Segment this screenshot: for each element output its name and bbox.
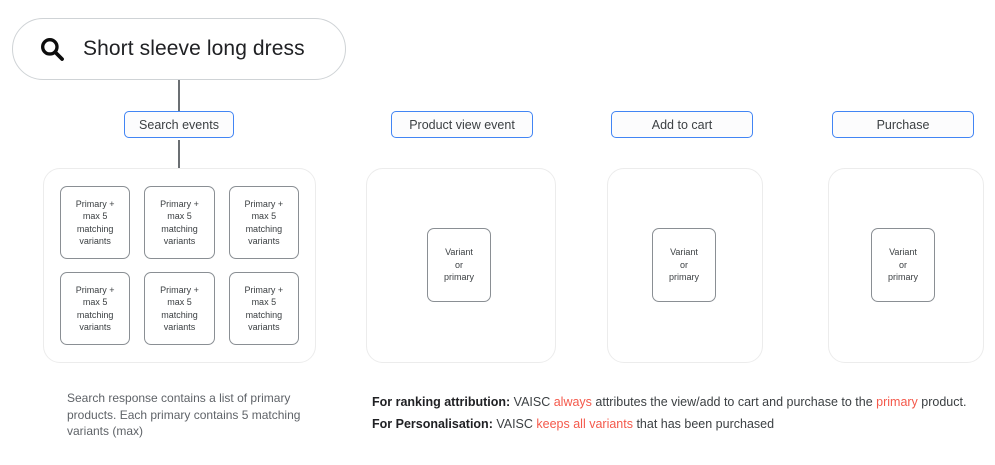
card-line-1: Primary + <box>160 284 199 295</box>
card-line-4: variants <box>163 322 196 332</box>
card-line-4: variants <box>248 236 280 246</box>
card-line-3: matching <box>161 309 198 320</box>
note-part-2: attributes the view/add to cart and purc… <box>591 395 877 409</box>
card-line-2: or <box>898 259 907 270</box>
note-part-1: VAISC <box>510 395 554 409</box>
primary-card-grid: Primary + max 5 matching variants Primar… <box>60 186 299 345</box>
note-highlight-2: primary <box>876 395 918 409</box>
card-line-3: matching <box>245 223 283 234</box>
card-line-3: primary <box>668 272 699 283</box>
panel-product-view-event <box>366 168 556 363</box>
card-line-3: primary <box>887 272 918 283</box>
note-part-2: that has been purchased <box>632 417 775 431</box>
chip-search-events[interactable]: Search events <box>124 111 234 138</box>
card-line-2: max 5 <box>251 297 277 307</box>
note-highlight-1: keeps all variants <box>536 417 633 431</box>
connector-search-to-events <box>178 80 180 111</box>
search-icon <box>41 38 64 61</box>
note-part-3: product. <box>917 395 967 409</box>
card-line-2: or <box>454 259 463 270</box>
note-label: For Personalisation: <box>372 417 493 431</box>
card-line-4: variants <box>163 236 196 246</box>
note-highlight-1: always <box>553 395 592 409</box>
primary-card: Primary + max 5 matching variants <box>60 272 131 345</box>
panel-search-results: Primary + max 5 matching variants Primar… <box>43 168 316 363</box>
card-line-2: max 5 <box>167 297 192 307</box>
chip-add-to-cart[interactable]: Add to cart <box>611 111 753 138</box>
primary-card: Primary + max 5 matching variants <box>144 272 215 345</box>
card-line-3: matching <box>161 223 198 234</box>
card-line-1: Variant <box>670 247 698 258</box>
variant-or-primary-card: Variant or primary <box>652 228 716 302</box>
primary-card: Primary + max 5 matching variants <box>228 186 299 259</box>
annotation-notes: For ranking attribution: VAISC always at… <box>372 391 987 435</box>
primary-card: Primary + max 5 matching variants <box>60 186 131 259</box>
note-label: For ranking attribution: <box>372 395 511 409</box>
search-bar[interactable]: Short sleeve long dress <box>12 18 346 80</box>
primary-card: Primary + max 5 matching variants <box>144 186 215 259</box>
card-line-3: primary <box>443 272 474 283</box>
card-line-1: Primary + <box>75 284 115 295</box>
chip-label: Add to cart <box>651 117 713 132</box>
chip-purchase[interactable]: Purchase <box>832 111 974 138</box>
search-input-value[interactable]: Short sleeve long dress <box>83 37 305 60</box>
card-line-4: variants <box>79 236 111 246</box>
card-line-2: max 5 <box>167 211 192 221</box>
variant-or-primary-card: Variant or primary <box>427 228 491 302</box>
card-line-2: max 5 <box>251 211 277 221</box>
chip-product-view-event[interactable]: Product view event <box>391 111 533 138</box>
card-line-2: max 5 <box>82 297 108 307</box>
primary-card: Primary + max 5 matching variants <box>228 272 299 345</box>
card-line-3: matching <box>76 309 114 320</box>
chip-label: Product view event <box>409 117 515 132</box>
note-ranking-attribution: For ranking attribution: VAISC always at… <box>372 391 987 413</box>
card-line-1: Primary + <box>160 198 199 209</box>
card-line-2: max 5 <box>82 211 108 221</box>
connector-events-to-panel <box>178 140 180 170</box>
card-line-2: or <box>679 259 688 270</box>
note-personalisation: For Personalisation: VAISC keeps all var… <box>372 413 987 435</box>
card-line-1: Variant <box>445 247 473 258</box>
card-line-1: Primary + <box>244 198 284 209</box>
card-line-1: Primary + <box>75 198 115 209</box>
card-line-4: variants <box>79 322 111 332</box>
chip-label: Purchase <box>876 117 930 132</box>
card-line-4: variants <box>248 322 280 332</box>
chip-label: Search events <box>139 117 219 132</box>
card-line-1: Variant <box>889 247 917 258</box>
card-line-1: Primary + <box>244 284 284 295</box>
card-line-3: matching <box>76 223 114 234</box>
caption-search-response: Search response contains a list of prima… <box>67 391 301 438</box>
variant-or-primary-card: Variant or primary <box>871 228 935 302</box>
card-line-3: matching <box>245 309 283 320</box>
note-part-1: VAISC <box>492 417 537 431</box>
